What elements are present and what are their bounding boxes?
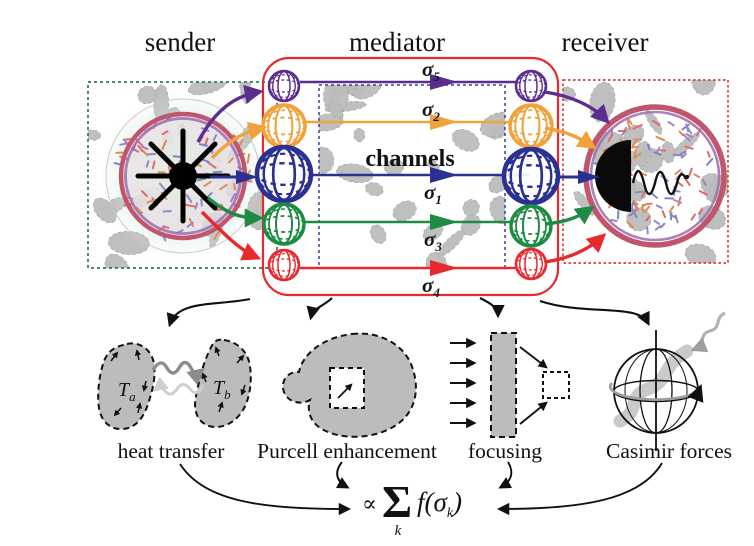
source-star-icon [135, 128, 231, 224]
heat-transfer-illustration: Ta Tb [97, 338, 252, 431]
sigma1-label: σ1 [424, 180, 442, 207]
thermal-fluctuation-arrows [110, 346, 247, 417]
channel-arrowhead-sigma2 [430, 114, 458, 130]
channel-arrowhead-sigma1 [430, 167, 458, 183]
sigma5-label: σ5 [422, 57, 440, 84]
arrow-sender-orange [210, 121, 268, 160]
channel-arrowhead-sigma3 [430, 214, 458, 230]
arrow-casimir-to-formula [496, 462, 663, 516]
arrow-receiver-blue-head [578, 170, 600, 184]
channels-label: channels [365, 146, 454, 172]
sphere-harmonic-green-right [509, 204, 553, 248]
purcell-illustration [282, 332, 417, 438]
incident-plane-wave-arrows [450, 337, 477, 429]
rotation-arrow [609, 382, 704, 403]
arrow-purcell-to-formula [335, 461, 350, 489]
sphere-meridian-2 [624, 349, 688, 433]
receiver-dashed-box [562, 79, 729, 264]
heat-transfer-label: heat transfer [118, 439, 225, 463]
arrow-sender-red [200, 210, 262, 261]
focusing-label: focusing [468, 439, 542, 463]
sphere-harmonic-red-left [267, 248, 301, 282]
application-connectors [166, 297, 650, 328]
sphere-harmonic-green-left [262, 202, 306, 246]
sum-index: k [395, 523, 402, 539]
purcell-label: Purcell enhancement [257, 439, 437, 463]
connector-focusing [479, 297, 505, 319]
arrow-receiver-purple [544, 90, 610, 125]
channel-lines [300, 74, 530, 276]
temperature-b-label: Tb [213, 377, 231, 402]
sum-formula: ∝ Σ k f(σk) [362, 476, 462, 539]
sphere-harmonic-purple-left [267, 69, 301, 103]
connector-purcell [306, 297, 333, 321]
heat-flow-wave-right [151, 360, 205, 386]
focused-ray-top [519, 346, 548, 369]
receiver-panel [563, 80, 728, 263]
sphere-harmonic-purple-right [514, 69, 548, 103]
sigma2-label: σ2 [422, 97, 440, 124]
connector-casimir [539, 300, 650, 327]
arrow-receiver-green [544, 205, 595, 226]
sphere-harmonic-orange-left [261, 103, 307, 149]
casimir-label: Casimir forces [606, 439, 732, 463]
photon-wave-icon [631, 169, 688, 196]
sender-label: sender [145, 27, 215, 57]
focusing-illustration [450, 332, 570, 438]
proportional-symbol: ∝ [362, 491, 377, 516]
focusing-slab [490, 332, 517, 438]
sphere-harmonic-red-right [514, 247, 548, 281]
casimir-illustration [609, 311, 726, 451]
sum-symbol: Σ [382, 476, 412, 527]
arrow-receiver-red [544, 233, 607, 264]
sphere-harmonic-blue-right [504, 149, 558, 203]
sender-panel [88, 82, 277, 268]
casimir-band [613, 344, 694, 428]
arrow-heat-to-formula [179, 463, 352, 516]
arrow-sender-purple [196, 84, 264, 143]
channel-arrowhead-sigma5 [430, 74, 458, 90]
focal-region [542, 371, 570, 399]
hot-body-b [194, 338, 252, 428]
arrow-receiver-orange [544, 126, 597, 150]
connector-heat-transfer [166, 297, 251, 328]
channel-arrowhead-sigma4 [430, 260, 458, 276]
receiver-label: receiver [562, 27, 649, 57]
mediator-label: mediator [349, 27, 445, 57]
heat-flow-wave-left [152, 376, 205, 396]
dipole-arrow [337, 383, 353, 399]
arrow-sender-green [206, 196, 264, 228]
mediator-box: channels σ5 σ2 σ1 σ3 σ4 [87, 56, 729, 300]
vacuum-photon-wave [690, 311, 726, 353]
temperature-a-label: Ta [118, 379, 136, 404]
sphere-harmonic-orange-right [508, 103, 554, 149]
sigma4-label: σ4 [422, 273, 440, 300]
focused-ray-bottom [519, 401, 548, 425]
arrow-sender-blue-head [236, 170, 258, 184]
formula-converging-arrows [179, 461, 663, 516]
sender-coupling-arrows [196, 84, 268, 261]
receiver-coupling-arrows [544, 90, 610, 264]
sigma3-label: σ3 [424, 227, 442, 254]
sphere-harmonic-blue-left [257, 147, 311, 201]
photon-wave-end-dot [684, 174, 690, 180]
channel-function: f(σk) [417, 487, 462, 521]
arrow-focusing-to-formula [498, 461, 513, 489]
absorber-half-disk [595, 140, 631, 212]
